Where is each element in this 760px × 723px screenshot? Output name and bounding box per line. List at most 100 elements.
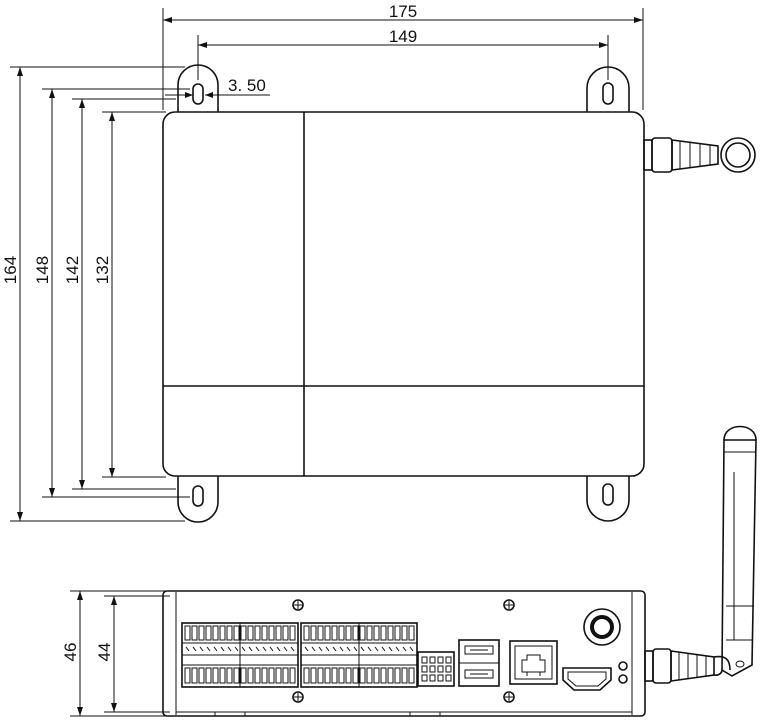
terminal-pin [366,625,373,641]
terminal-pin [338,625,345,641]
terminal-pin [205,667,212,684]
mount-tab-bottom-left [177,476,219,523]
dim-height-overall: 164 [1,256,20,284]
terminal-screw-mark [269,646,274,652]
mount-slot-top-right [602,82,614,105]
terminal-pin [401,667,408,684]
terminal-pin [282,667,289,684]
terminal-screw-mark [192,646,197,652]
terminal-screw-mark [185,646,190,652]
header-pin [429,656,436,664]
terminal-pin [373,667,380,684]
dim-height-body: 142 [63,256,82,284]
mount-tab-bottom-right [586,476,630,522]
status-led-icon [618,661,628,671]
terminal-screw-mark [388,646,393,652]
terminal-screw-mark [311,646,316,652]
mount-slot-bottom-right [602,483,614,506]
header-pin [429,674,436,682]
terminal-screw-mark [325,646,330,652]
terminal-pin [317,625,324,641]
terminal-pin [401,625,408,641]
pin-header-connector [417,651,455,687]
terminal-pin [191,667,198,684]
terminal-pin [275,667,282,684]
terminal-screw-mark [283,646,288,652]
terminal-pin [408,625,415,641]
terminal-pin [359,625,366,641]
terminal-screw-mark [262,646,267,652]
terminal-screw-mark [318,646,323,652]
terminal-screw-mark [227,646,232,652]
antenna-connector-side [643,137,756,173]
header-pin [429,665,436,673]
terminal-pin [289,625,296,641]
terminal-screw-mark [304,646,309,652]
hdmi-port [562,667,612,691]
header-pin [437,665,444,673]
terminal-screw-mark [206,646,211,652]
power-jack [583,608,621,646]
terminal-pin [345,625,352,641]
terminal-screw-mark [381,646,386,652]
header-pin [421,665,428,673]
dim-height-inner: 132 [93,256,112,284]
header-pin [421,656,428,664]
terminal-screw-mark [346,646,351,652]
header-pin [445,665,452,673]
terminal-pin [226,667,233,684]
terminal-pin [254,667,261,684]
mount-slot-top-left [192,83,204,105]
terminal-pin [324,625,331,641]
terminal-pin [247,625,254,641]
terminal-screw-mark [367,646,372,652]
dim-side-height-overall: 46 [61,643,80,662]
header-pin [445,656,452,664]
mount-slot-bottom-left [192,485,204,507]
status-led-icon [618,674,628,684]
terminal-pin [198,667,205,684]
terminal-pin [380,667,387,684]
terminal-pin [310,625,317,641]
terminal-pin [233,667,240,684]
terminal-pin [366,667,373,684]
terminal-screw-mark [276,646,281,652]
terminal-pin [205,625,212,641]
terminal-pin [373,625,380,641]
terminal-pin [352,625,359,641]
terminal-pin [261,667,268,684]
terminal-pin [331,625,338,641]
terminal-screw-mark [290,646,295,652]
terminal-pin [254,625,261,641]
terminal-pin [233,625,240,641]
terminal-pin [352,667,359,684]
terminal-pin [184,667,191,684]
terminal-pin [359,667,366,684]
dim-slot-width: 3. 50 [228,76,266,95]
terminal-pin [317,667,324,684]
terminal-screw-mark [395,646,400,652]
terminal-screw-mark [360,646,365,652]
terminal-block-right [300,622,418,688]
terminal-screw-mark [339,646,344,652]
terminal-screw-mark [353,646,358,652]
terminal-pin [331,667,338,684]
mount-tab-top-right [586,66,630,112]
terminal-pin [289,667,296,684]
terminal-pin [212,667,219,684]
top-view-dimensions: 175 149 3. 50 164 148 142 [1,2,644,522]
enclosure-outline [162,111,645,477]
terminal-screw-mark [332,646,337,652]
terminal-screw-mark [255,646,260,652]
terminal-pin [226,625,233,641]
terminal-pin [219,667,226,684]
terminal-screw-mark [220,646,225,652]
terminal-pin [261,625,268,641]
terminal-pin [191,625,198,641]
dim-height-mount-holes: 148 [33,256,52,284]
header-pin [437,674,444,682]
terminal-pin [387,625,394,641]
side-view-dimensions: 46 44 [61,590,172,717]
top-view-enclosure [162,64,756,523]
